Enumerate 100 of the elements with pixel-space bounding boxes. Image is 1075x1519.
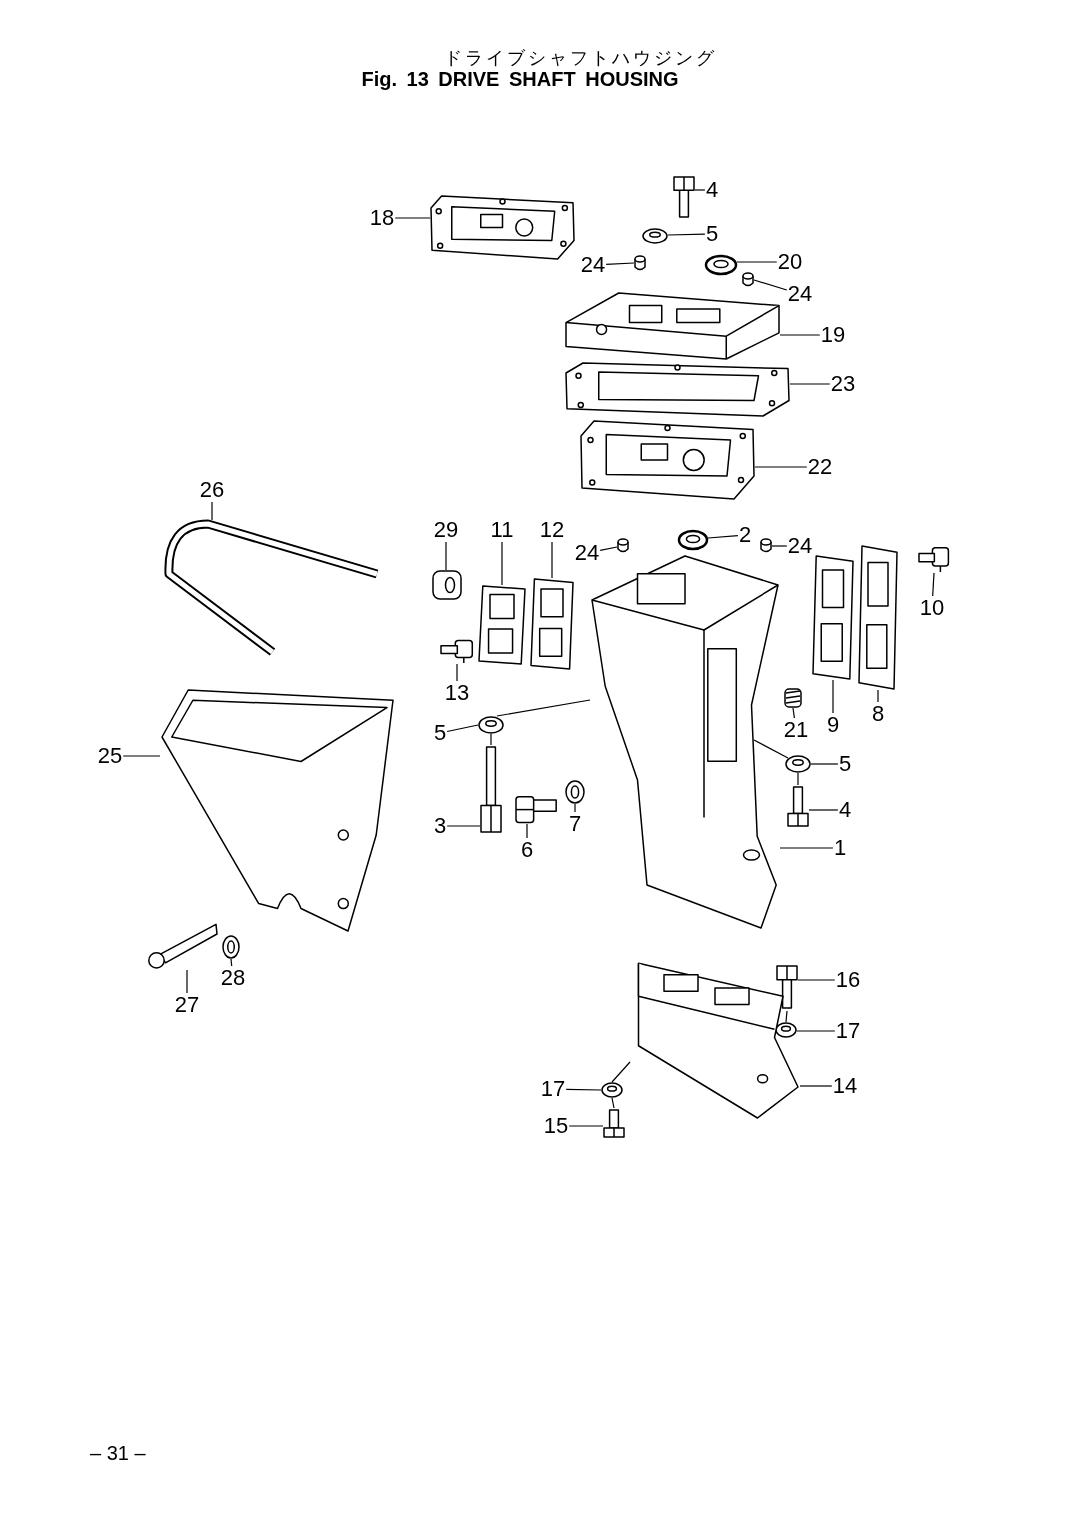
callout-number: 10 [918,596,946,620]
spring-drawing [784,688,802,708]
dowel-pin-drawing [617,538,629,553]
callout-number: 19 [819,323,847,347]
callout-number: 6 [519,838,535,862]
callout-number: 5 [704,222,720,246]
bolt-drawing [787,785,809,827]
callout-number: 24 [786,282,814,306]
page-number: – 31 – [90,1442,146,1465]
callout-number: 13 [443,681,471,705]
figure-title: Fig. 13 DRIVE SHAFT HOUSING [361,68,679,91]
leader-line [754,466,808,468]
callout-number: 21 [782,718,810,742]
leader-line [446,825,481,827]
plate-drawing [530,578,574,670]
leader-line [779,847,834,849]
leader-line [707,535,739,539]
callout-number: 5 [432,721,448,745]
fitting-drawing [440,638,474,664]
leader-line [779,334,821,336]
leader-line [771,545,788,547]
dowel-pin-drawing [742,272,754,287]
leader-line [574,803,576,813]
callout-number: 20 [776,250,804,274]
plate-drawing [478,585,526,665]
leader-line [456,663,458,682]
callout-number: 4 [704,178,720,202]
callout-number: 12 [538,518,566,542]
callout-number: 27 [173,993,201,1017]
plate-drawing [858,545,898,690]
cover-drawing [160,688,395,933]
leader-line [186,969,188,994]
callout-number: 5 [837,752,853,776]
washer-drawing [478,716,504,734]
leader-line [799,1085,833,1087]
callout-number: 24 [573,541,601,565]
callout-number: 18 [368,206,396,230]
bolt-drawing [673,176,695,220]
leader-line [211,501,213,521]
oil-seal-drawing [678,530,708,550]
leader-line [490,733,492,746]
leader-line [796,1030,836,1032]
washer-drawing [565,780,585,804]
leader-line [122,755,161,757]
japanese-title: ドライブシャフトハウジング [443,47,717,70]
callout-number: 1 [832,836,848,860]
leader-line [446,724,479,733]
leader-line [694,189,706,191]
leader-line [565,1088,602,1091]
washer-drawing [775,1022,797,1038]
washer-drawing [601,1082,623,1098]
dowel-pin-drawing [634,255,646,271]
cap-drawing [432,570,462,600]
bolt-drawing [776,965,798,1011]
callout-number: 17 [834,1019,862,1043]
leader-line [753,279,788,291]
leader-line [810,763,839,765]
leader-line [832,679,834,714]
leader-line [394,217,431,219]
callout-number: 24 [786,534,814,558]
gasket-drawing [565,362,790,417]
oil-seal-drawing [705,255,737,275]
leader-line [599,546,618,551]
washer-drawing [642,228,668,244]
leader-line [785,1010,788,1023]
leader-line [932,572,935,597]
callout-number: 7 [567,812,583,836]
callout-number: 2 [737,523,753,547]
callout-number: 16 [834,968,862,992]
leader-line [736,261,778,263]
seal-strip-drawing [165,520,380,655]
leader-line [496,699,591,717]
leader-line [789,383,831,385]
callout-number: 28 [219,966,247,990]
plate-drawing [812,555,854,680]
leader-line [808,809,839,811]
callout-number: 26 [198,478,226,502]
leader-line [551,541,553,579]
callout-number: 15 [542,1114,570,1138]
callout-number: 23 [829,372,857,396]
callout-number: 4 [837,798,853,822]
callout-number: 3 [432,814,448,838]
leader-line [605,262,635,265]
leader-line [877,689,879,703]
leader-line [526,823,528,839]
callout-number: 29 [432,518,460,542]
leader-line [792,707,795,719]
leader-line [797,772,799,786]
leader-line [445,541,447,571]
leader-line [568,1125,604,1127]
callout-number: 24 [579,253,607,277]
callout-number: 22 [806,455,834,479]
callout-number: 17 [539,1077,567,1101]
cover-drawing [565,292,780,360]
callout-number: 14 [831,1074,859,1098]
callout-number: 11 [489,518,515,542]
gasket-drawing [430,195,575,260]
leader-line [611,1061,631,1083]
bolt-drawing [480,745,502,833]
washer-drawing [222,935,240,959]
